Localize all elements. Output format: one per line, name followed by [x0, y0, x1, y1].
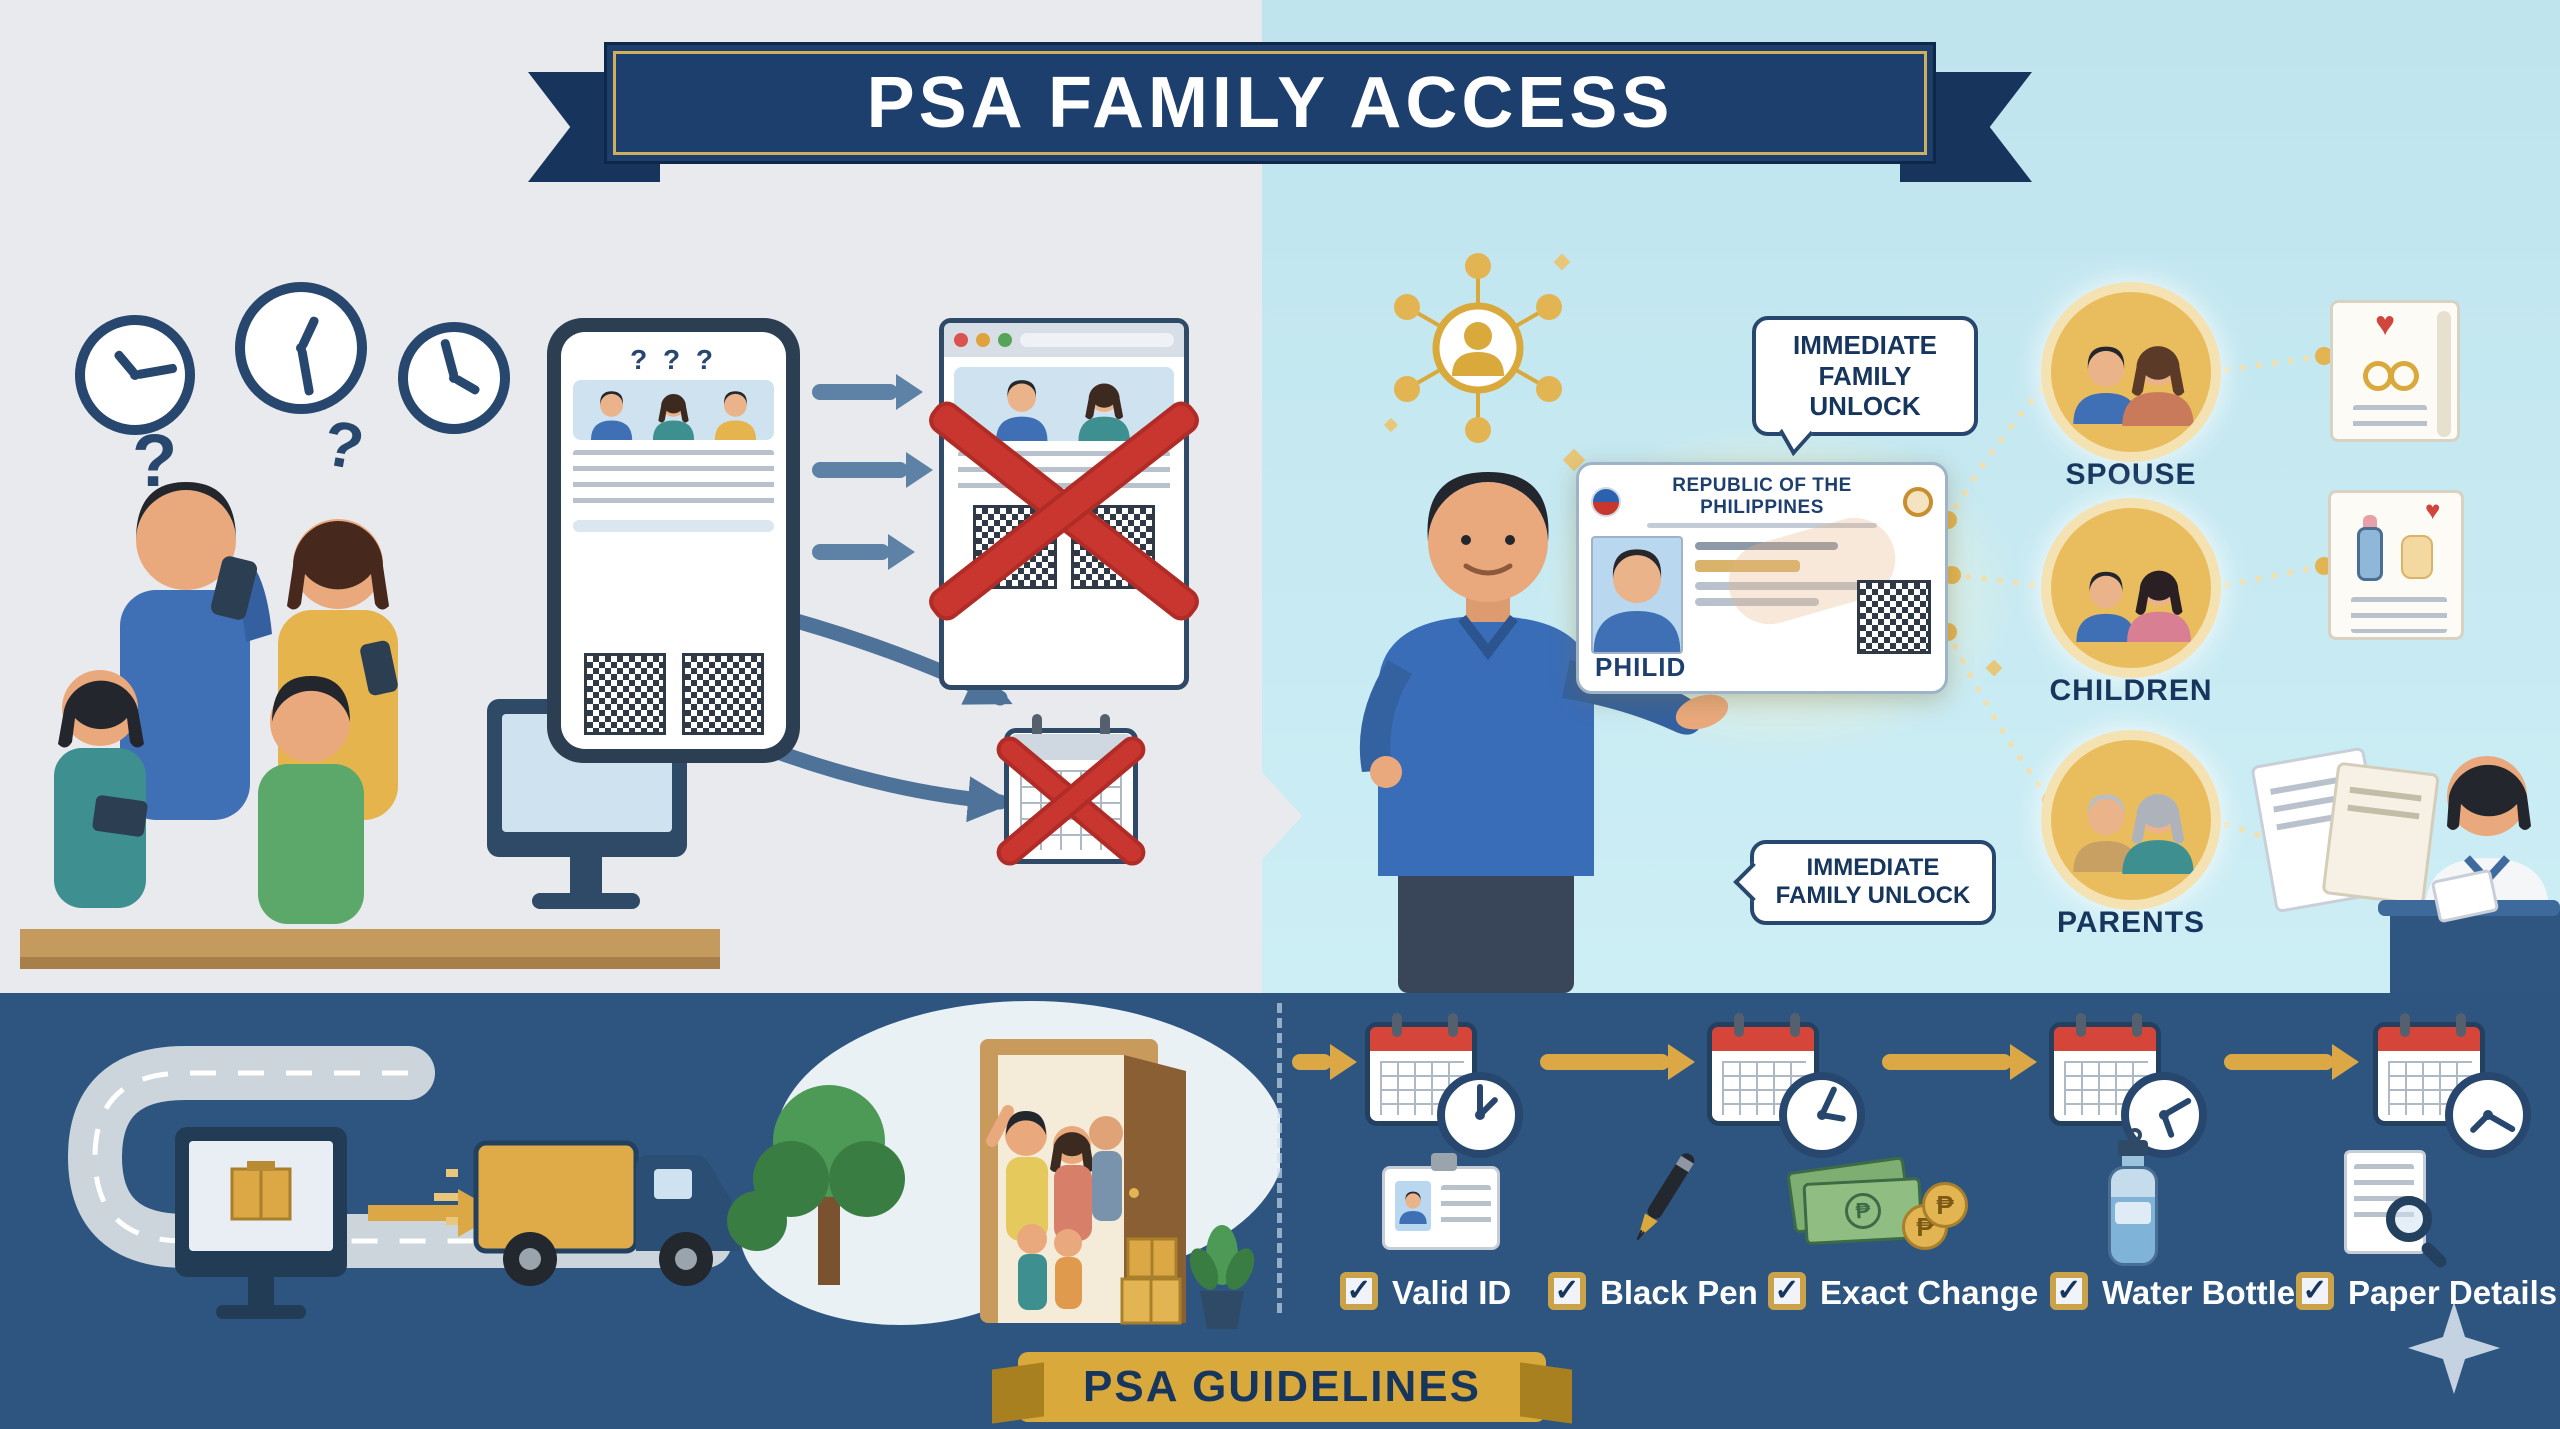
swaddled-baby-icon	[2401, 535, 2433, 579]
member-circle-parents	[2051, 740, 2211, 900]
marriage-certificate-icon: ♥	[2330, 300, 2460, 442]
philid-card: REPUBLIC OF THE PHILIPPINES PHILID	[1576, 462, 1948, 694]
presenter-illustration	[1359, 472, 1729, 993]
daughter-figure	[54, 670, 148, 908]
online-order-icon	[175, 1127, 347, 1319]
timeline-arrow-icon	[1292, 1054, 1332, 1070]
qr-code-icon	[681, 653, 764, 735]
checkbox-icon: ✓	[1768, 1272, 1806, 1310]
document-magnifier-icon	[2344, 1150, 2450, 1270]
member-circle-spouse	[2051, 292, 2211, 452]
phone-question-marks: ? ? ?	[630, 344, 717, 375]
browser-dot-red	[954, 333, 968, 347]
heart-icon: ♥	[2375, 305, 2396, 343]
pen-icon	[1636, 1153, 1695, 1241]
timeline-arrow-icon	[1540, 1054, 1670, 1070]
checklist-item-paper-details: Paper Details	[2348, 1274, 2558, 1311]
speech-bubble-bottom-text: IMMEDIATE FAMILY UNLOCK	[1775, 854, 1971, 910]
cash-icon: ₱ ₱ ₱	[1786, 1156, 1970, 1266]
qr-code-icon	[583, 653, 666, 735]
footer-banner: PSA GUIDELINES	[1018, 1352, 1546, 1422]
delivery-journey-illustration	[67, 1001, 1280, 1329]
family-network-icon	[1383, 253, 1571, 443]
title-ribbon: PSA FAMILY ACCESS	[604, 42, 1936, 164]
arrow-icon	[812, 462, 908, 478]
card-country: REPUBLIC OF THE PHILIPPINES	[1672, 475, 1852, 518]
footer-title: PSA GUIDELINES	[1083, 1362, 1481, 1411]
son-figure	[258, 676, 364, 924]
checklist-item-water-bottle: Water Bottle	[2102, 1274, 2296, 1311]
speech-bubble-top: IMMEDIATE FAMILY UNLOCK	[1752, 316, 1978, 437]
timeline-calendar-icon	[1365, 1013, 1477, 1126]
peso-icon: ₱	[1936, 1189, 1954, 1220]
water-bottle-icon	[2104, 1128, 2164, 1268]
clock-icon	[398, 322, 510, 434]
heart-icon: ♥	[2425, 495, 2441, 525]
checklist-item-black-pen: Black Pen	[1600, 1274, 1758, 1311]
father-figure	[120, 482, 272, 820]
family-photo-thumbnail	[573, 380, 774, 440]
timeline-clock-icon	[2445, 1072, 2531, 1158]
card-brand: PHILID	[1595, 652, 1687, 682]
clock-icon	[235, 282, 367, 414]
phone-mockup: ? ? ?	[547, 318, 800, 763]
checkbox-icon: ✓	[2050, 1272, 2088, 1310]
family-photo-thumbnail	[954, 367, 1174, 441]
checkbox-icon: ✓	[2296, 1272, 2334, 1310]
plant-icon	[1189, 1225, 1255, 1329]
id-card-icon	[1382, 1153, 1500, 1250]
card-photo	[1591, 536, 1683, 654]
browser-dot-green	[998, 333, 1012, 347]
delivery-truck-icon	[434, 1140, 740, 1286]
ph-flag-icon	[1591, 486, 1621, 517]
timeline-clock-icon	[1437, 1072, 1523, 1158]
trees	[727, 1085, 905, 1285]
browser-dot-yellow	[976, 333, 990, 347]
arrow-icon	[812, 544, 890, 560]
clerk-documents-illustration	[2251, 747, 2560, 993]
denied-calendar-icon	[991, 714, 1151, 871]
timeline-arrow-icon	[2224, 1054, 2334, 1070]
member-label-spouse: SPOUSE	[2065, 458, 2197, 491]
timeline-arrow-icon	[1882, 1054, 2012, 1070]
checklist-item-exact-change: Exact Change	[1820, 1274, 2039, 1311]
speech-bubble-top-text: IMMEDIATE FAMILY UNLOCK	[1793, 330, 1937, 422]
baby-bottle-icon	[2357, 527, 2383, 581]
timeline-clock-icon	[1779, 1072, 1865, 1158]
checkbox-icon: ✓	[1340, 1272, 1378, 1310]
browser-window	[923, 318, 1205, 690]
clock-icon	[75, 315, 195, 435]
section-divider	[1277, 1003, 1282, 1313]
arrow-icon	[812, 384, 898, 400]
birth-certificate-icon: ♥	[2328, 490, 2464, 640]
peso-icon: ₱	[1844, 1192, 1882, 1230]
page-title: PSA FAMILY ACCESS	[866, 63, 1674, 143]
speech-bubble-bottom: IMMEDIATE FAMILY UNLOCK	[1750, 840, 1996, 925]
psa-seal-icon	[1903, 486, 1933, 517]
member-label-children: CHILDREN	[2049, 674, 2213, 707]
card-qr-icon	[1857, 580, 1931, 654]
checkbox-icon: ✓	[1548, 1272, 1586, 1310]
package-boxes-icon	[1120, 1237, 1182, 1325]
family-at-door-illustration	[980, 1039, 1186, 1323]
member-circle-children	[2051, 508, 2211, 668]
member-label-parents: PARENTS	[2056, 906, 2206, 939]
checklist-item-valid-id: Valid ID	[1392, 1274, 1512, 1311]
panel-divider-chevron	[1262, 772, 1302, 860]
